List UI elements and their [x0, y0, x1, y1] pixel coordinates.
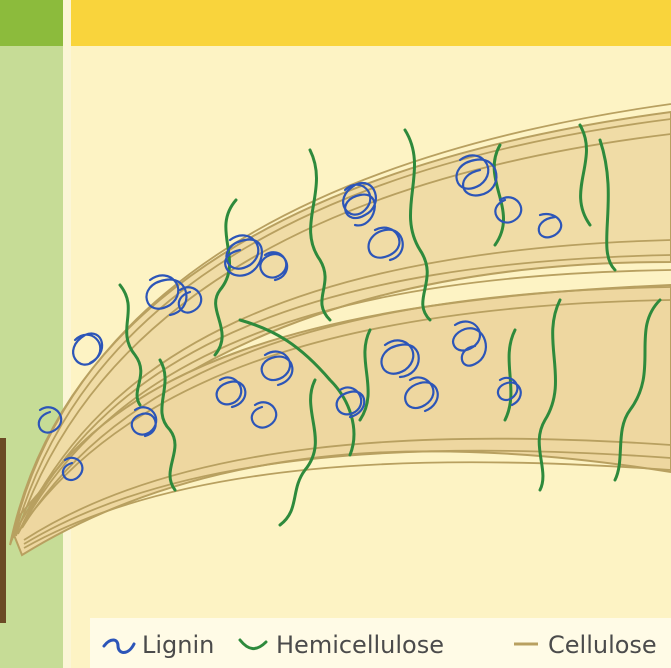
- legend-hemicellulose-label: Hemicellulose: [276, 631, 444, 659]
- stem-sliver: [0, 438, 6, 623]
- left-panel: [0, 0, 63, 668]
- legend-cellulose-label: Cellulose: [548, 631, 657, 659]
- legend: Lignin Hemicellulose Cellulose: [90, 618, 671, 668]
- legend-lignin-label: Lignin: [142, 631, 214, 659]
- left-green-bar: [0, 0, 63, 46]
- top-banner: [71, 0, 671, 46]
- panel-gap: [63, 0, 71, 668]
